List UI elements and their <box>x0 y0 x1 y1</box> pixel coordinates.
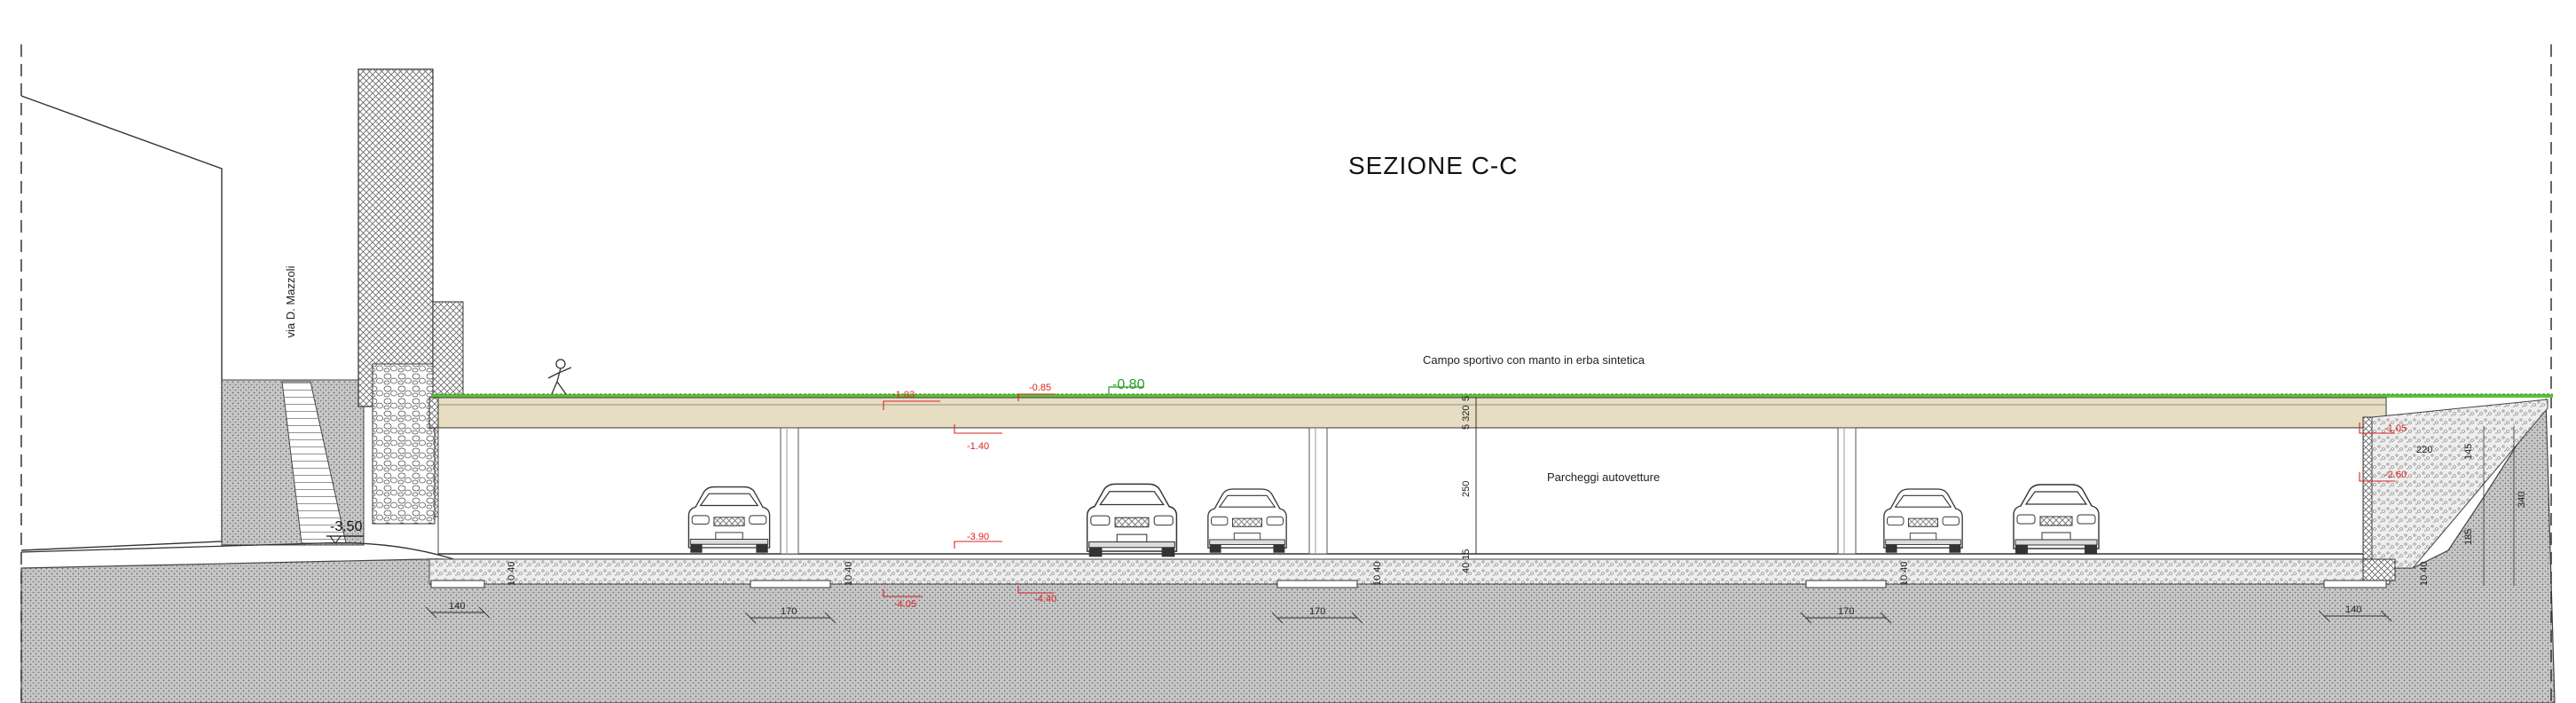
right-footing <box>2362 558 2396 581</box>
parking-label: Parcheggi autovetture <box>1547 470 1660 484</box>
dim-right-220: 220 <box>2416 445 2432 455</box>
foundation-beam <box>1805 580 1887 588</box>
level-foundation-b: -4.40 <box>1034 594 1056 604</box>
level-slab-bottom: -1.40 <box>967 441 989 452</box>
dim-right-340: 340 <box>2517 492 2527 508</box>
dim-slab-5: 5 <box>1461 396 1472 401</box>
right-gravel-fill <box>2371 399 2549 569</box>
retaining-wall-base <box>372 363 436 525</box>
grass-surface <box>431 394 2553 398</box>
street-label: via D. Mazzoli <box>284 265 297 337</box>
retaining-wall-tower <box>357 68 434 407</box>
car <box>1086 483 1178 558</box>
dim-width-170: 170 <box>1309 606 1325 617</box>
foundation-beam <box>1276 580 1358 588</box>
column <box>1837 427 1857 555</box>
level-marks-red <box>883 393 2395 597</box>
car <box>2013 484 2100 555</box>
car <box>1883 488 1963 554</box>
foundation-beam <box>750 580 831 588</box>
dim-right-145: 145 <box>2463 444 2474 460</box>
dim-right-185: 185 <box>2463 529 2474 545</box>
level-foundation-a: -4.05 <box>894 599 916 610</box>
dim-width-140-left: 140 <box>449 601 465 612</box>
level-right-b: -2.60 <box>2384 470 2407 480</box>
level-field-green: -0.80 <box>1112 377 1145 392</box>
dim-width-170: 170 <box>1838 606 1854 617</box>
field-label: Campo sportivo con manto in erba sinteti… <box>1423 353 1645 367</box>
building-outline <box>20 95 223 551</box>
foundation-beam <box>2323 580 2387 588</box>
dim-height: 250 <box>1461 481 1472 497</box>
dim-footing: 10 40 <box>844 561 854 586</box>
level-street: -3.50 <box>330 519 363 534</box>
wall-column <box>432 301 464 400</box>
car <box>687 486 771 554</box>
car <box>1207 488 1287 554</box>
person-figure <box>547 359 572 395</box>
dim-footing: 10 40 <box>1899 561 1910 586</box>
level-field-red: -0.85 <box>1029 383 1051 393</box>
column <box>1308 427 1328 555</box>
foundation-beam <box>430 580 485 588</box>
dim-slab: 5 320 <box>1461 405 1472 430</box>
dim-base: 40 15 <box>1461 549 1472 573</box>
level-slab-top: -1.03 <box>892 390 915 400</box>
right-wall <box>2362 416 2373 560</box>
level-floor: -3.90 <box>967 532 989 542</box>
column <box>780 427 799 555</box>
roof-slab <box>434 397 2387 429</box>
dim-width-140-right: 140 <box>2345 604 2361 615</box>
slab-edge-left <box>428 397 439 429</box>
section-title: SEZIONE C-C <box>1348 152 1518 179</box>
dim-footing: 10 40 <box>2419 561 2430 586</box>
dim-footing: 10 40 <box>507 561 517 586</box>
dim-width-170: 170 <box>781 606 797 617</box>
level-right-a: -1.05 <box>2384 423 2407 434</box>
foundation-gravel <box>428 558 2391 585</box>
dim-footing: 10 40 <box>1372 561 1383 586</box>
